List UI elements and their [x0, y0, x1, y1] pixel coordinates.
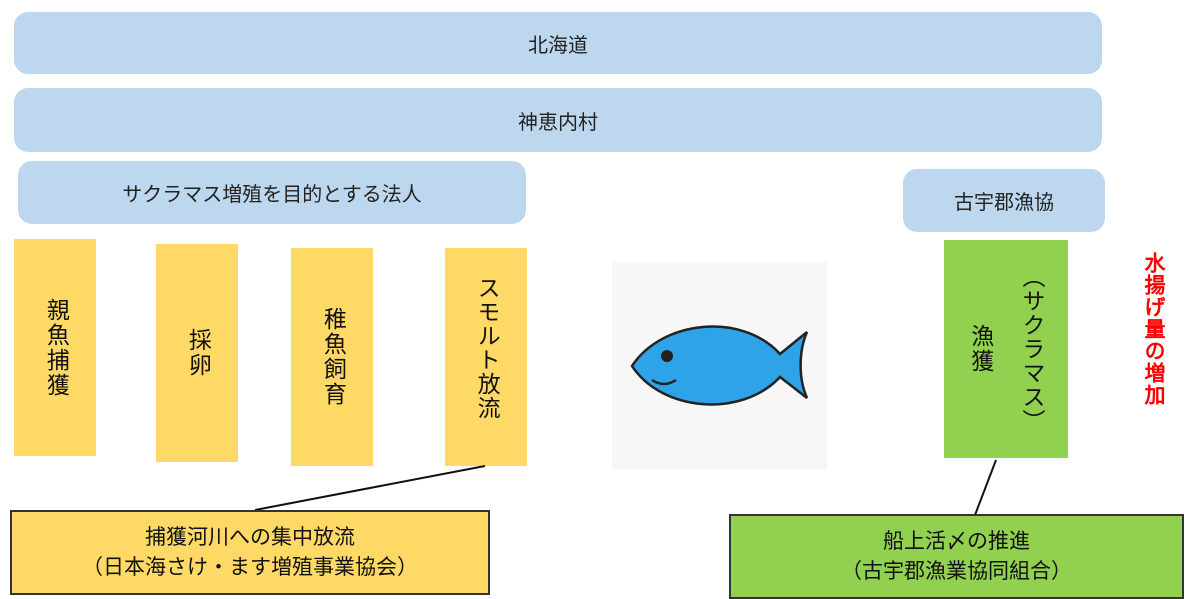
step-fishing-label: 漁獲 [966, 324, 993, 374]
left-note-line1: 捕獲河川への集中放流 [145, 525, 355, 550]
step-egg: 採卵 [156, 244, 238, 462]
step-fishing: 漁獲 （サクラマス） [944, 240, 1068, 458]
corporation-label: サクラマス増殖を目的とする法人 [122, 182, 422, 206]
village-bar: 神恵内村 [14, 88, 1102, 152]
step-smolt: スモルト放流 [445, 248, 527, 466]
step-fishing-sub: （サクラマス） [1017, 265, 1044, 433]
step-fry: 稚魚飼育 [291, 248, 373, 466]
coop-label: 古宇郡漁協 [954, 190, 1054, 214]
coop-bar: 古宇郡漁協 [903, 169, 1105, 232]
village-label: 神恵内村 [518, 109, 598, 134]
left-connector [254, 465, 486, 511]
right-note: 船上活〆の推進 （古宇郡漁業協同組合） [729, 514, 1184, 599]
step-broodstock-label: 親魚捕獲 [42, 297, 69, 398]
right-note-line1: 船上活〆の推進 [883, 529, 1030, 554]
step-smolt-label: スモルト放流 [473, 276, 500, 420]
step-egg-label: 採卵 [184, 328, 211, 378]
hokkaido-label: 北海道 [528, 32, 588, 57]
corporation-bar: サクラマス増殖を目的とする法人 [18, 161, 526, 224]
left-note-line2: （日本海さけ・ます増殖事業協会） [82, 554, 418, 579]
right-connector [974, 459, 997, 516]
side-label: 水揚げ量の増加 [1142, 252, 1166, 406]
hokkaido-bar: 北海道 [14, 12, 1102, 74]
right-note-line2: （古宇郡漁業協同組合） [841, 558, 1072, 583]
step-broodstock: 親魚捕獲 [14, 239, 96, 456]
left-note: 捕獲河川への集中放流 （日本海さけ・ます増殖事業協会） [10, 510, 490, 595]
fish-icon [612, 262, 827, 470]
step-fry-label: 稚魚飼育 [319, 307, 346, 407]
